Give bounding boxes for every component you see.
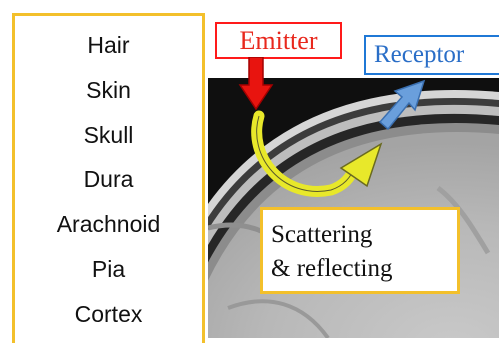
layer-label-cortex: Cortex bbox=[15, 303, 202, 326]
tissue-layers-panel: Hair Skin Skull Dura Arachnoid Pia Corte… bbox=[12, 13, 205, 343]
caption-line-1: Scattering bbox=[271, 218, 457, 252]
caption-line-2: & reflecting bbox=[271, 252, 457, 286]
emitter-label: Emitter bbox=[215, 22, 342, 59]
layer-label-skull: Skull bbox=[15, 124, 202, 147]
layer-label-dura: Dura bbox=[15, 168, 202, 191]
scatter-arrow-icon bbox=[235, 108, 395, 213]
layer-label-skin: Skin bbox=[15, 79, 202, 102]
scatter-caption: Scattering & reflecting bbox=[260, 207, 460, 294]
layer-label-hair: Hair bbox=[15, 34, 202, 57]
layer-label-pia: Pia bbox=[15, 258, 202, 281]
receptor-label: Receptor bbox=[364, 35, 499, 75]
emitter-arrow-icon bbox=[238, 57, 274, 112]
layer-label-arachnoid: Arachnoid bbox=[15, 213, 202, 236]
